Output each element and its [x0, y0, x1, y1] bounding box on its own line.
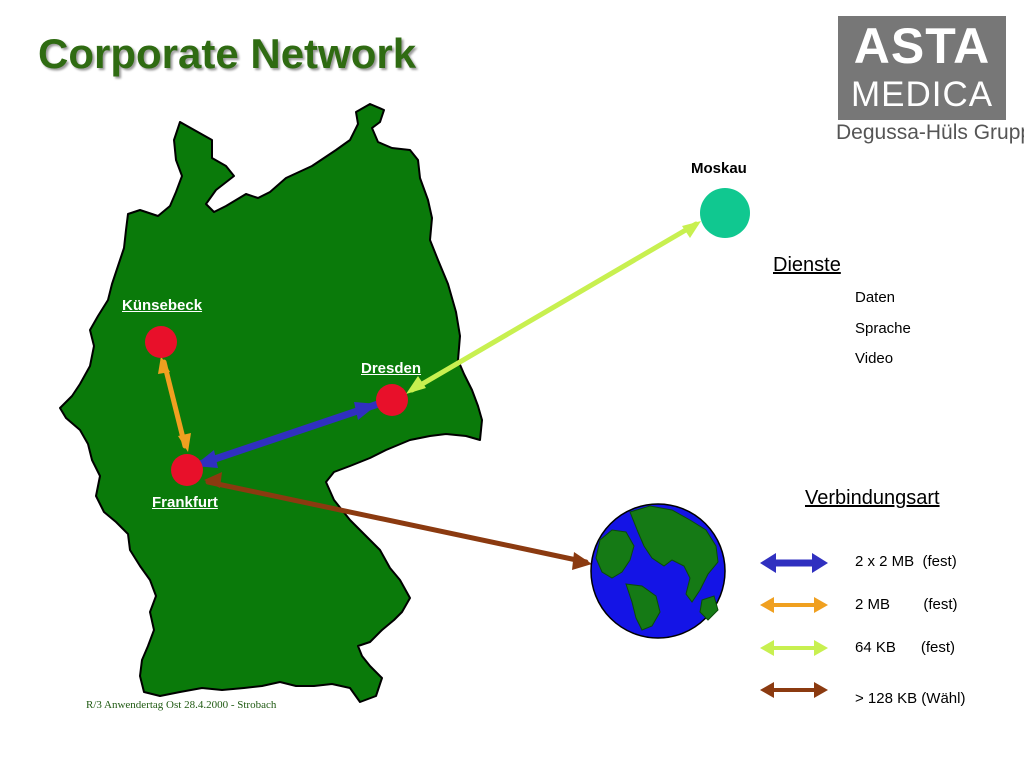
- service-item: Daten: [855, 289, 896, 306]
- footer-text: R/3 Anwendertag Ost 28.4.2000 - Strobach: [86, 699, 277, 711]
- globe-icon: [590, 503, 726, 639]
- link-kunsebeck-frankfurt: [161, 359, 188, 449]
- verbindungsart-heading: Verbindungsart: [805, 487, 940, 509]
- legend-arrows: [760, 553, 828, 698]
- city-label-dresden: Dresden: [361, 360, 422, 377]
- arrowhead: [158, 356, 170, 374]
- arrowhead: [354, 402, 378, 420]
- legend-label: 2 x 2 MB (fest): [855, 553, 957, 570]
- legend-label: 2 MB (fest): [855, 596, 958, 613]
- logo-asta: ASTA: [853, 18, 991, 74]
- germany-map: [59, 103, 483, 703]
- node-dresden: [376, 384, 408, 416]
- service-item: Sprache: [855, 320, 911, 337]
- node-frankfurt: [171, 454, 203, 486]
- arrowhead: [178, 433, 191, 452]
- arrowhead: [406, 376, 426, 394]
- logo-subtitle: Degussa-Hüls Gruppe: [836, 121, 1024, 144]
- logo-medica: MEDICA: [850, 75, 994, 114]
- arrowhead: [204, 472, 222, 488]
- legend-label: > 128 KB (Wähl): [855, 690, 966, 707]
- legend-label: 64 KB (fest): [855, 639, 956, 656]
- city-label-frankfurt: Frankfurt: [152, 494, 218, 511]
- node-kunsebeck: [145, 326, 177, 358]
- page-title: Corporate Network: [38, 30, 417, 77]
- dienste-heading: Dienste: [773, 254, 841, 276]
- arrowhead: [682, 221, 701, 238]
- arrowhead: [572, 552, 592, 570]
- link-frankfurt-world: [205, 479, 589, 565]
- city-label-moskau: Moskau: [691, 160, 747, 177]
- service-item: Video: [855, 350, 894, 367]
- link-frankfurt-dresden: [196, 400, 382, 468]
- link-dresden-moskau: [409, 221, 699, 393]
- node-moskau: [700, 188, 750, 238]
- city-label-kunsebeck: Künsebeck: [122, 297, 203, 314]
- logo-box: [838, 16, 1006, 120]
